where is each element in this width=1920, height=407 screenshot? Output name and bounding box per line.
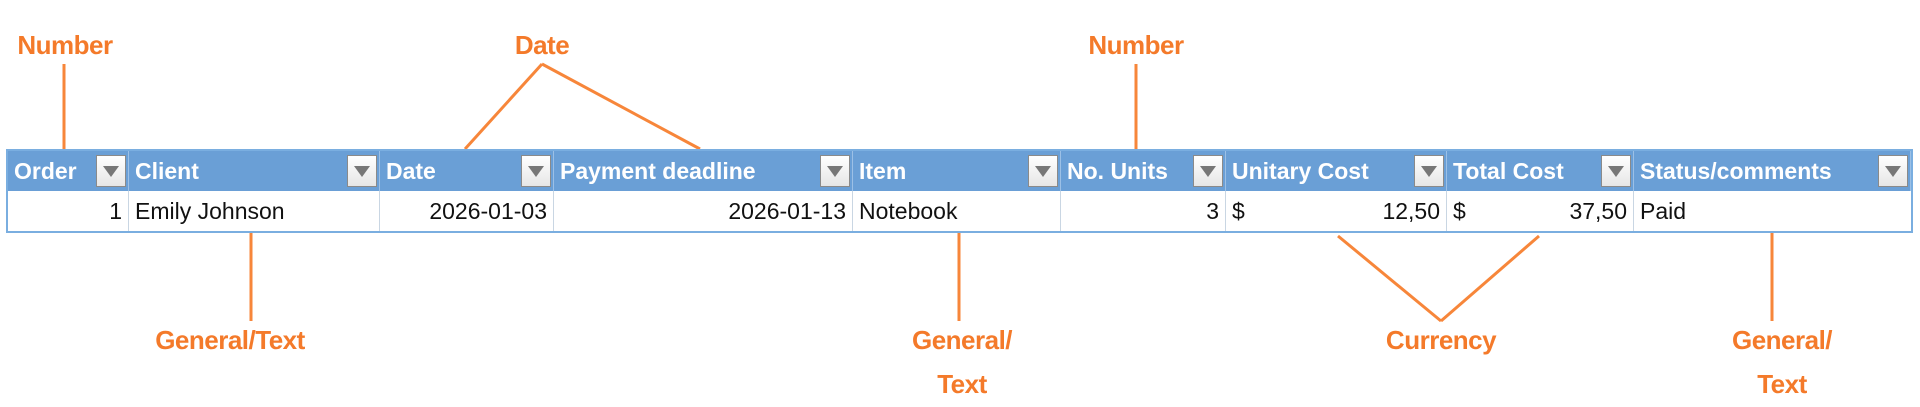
annotation-status-2: Text (1757, 369, 1807, 399)
header-label: Date (386, 157, 436, 184)
filter-dropdown-button[interactable] (1601, 155, 1631, 187)
header-label: Total Cost (1453, 157, 1564, 184)
amount: 37,50 (1569, 197, 1627, 224)
column-header-total-cost[interactable]: Total Cost (1447, 151, 1634, 191)
annotation-number-units: Number (1088, 30, 1184, 60)
chevron-down-icon (528, 165, 544, 177)
chevron-down-icon (103, 165, 119, 177)
cell-item[interactable]: Notebook (853, 191, 1061, 231)
chevron-down-icon (1200, 165, 1216, 177)
chevron-down-icon (354, 165, 370, 177)
header-label: Client (135, 157, 199, 184)
filter-dropdown-button[interactable] (96, 155, 126, 187)
column-header-units[interactable]: No. Units (1061, 151, 1226, 191)
filter-dropdown-button[interactable] (347, 155, 377, 187)
deadline-pointer (541, 62, 701, 151)
header-label: No. Units (1067, 157, 1168, 184)
filter-dropdown-button[interactable] (1028, 155, 1058, 187)
date-pointer (463, 62, 544, 151)
filter-dropdown-button[interactable] (521, 155, 551, 187)
cell-total-cost[interactable]: $37,50 (1447, 191, 1634, 231)
column-header-item[interactable]: Item (853, 151, 1061, 191)
chevron-down-icon (1608, 165, 1624, 177)
cell-client[interactable]: Emily Johnson (129, 191, 380, 231)
cell-order[interactable]: 1 (8, 191, 129, 231)
chevron-down-icon (1421, 165, 1437, 177)
cell-date[interactable]: 2026-01-03 (380, 191, 554, 231)
filter-dropdown-button[interactable] (1414, 155, 1444, 187)
filter-dropdown-button[interactable] (1193, 155, 1223, 187)
total-cost-pointer (1440, 234, 1540, 323)
chevron-down-icon (1885, 165, 1901, 177)
header-row: Order Client Date Payment deadline Item … (8, 151, 1911, 191)
table-row: 1 Emily Johnson 2026-01-03 2026-01-13 No… (8, 191, 1911, 231)
annotation-number-order: Number (17, 30, 113, 60)
amount: 12,50 (1382, 197, 1440, 224)
annotation-item-1: General/ (911, 325, 1013, 355)
chevron-down-icon (1035, 165, 1051, 177)
header-label: Status/comments (1640, 157, 1832, 184)
filter-dropdown-button[interactable] (1878, 155, 1908, 187)
header-label: Item (859, 157, 907, 184)
column-header-order[interactable]: Order (8, 151, 129, 191)
column-header-date[interactable]: Date (380, 151, 554, 191)
header-label: Payment deadline (560, 157, 756, 184)
cell-units[interactable]: 3 (1061, 191, 1226, 231)
cell-payment-deadline[interactable]: 2026-01-13 (554, 191, 853, 231)
currency-symbol: $ (1232, 197, 1245, 224)
unit-cost-pointer (1337, 234, 1442, 323)
column-header-payment-deadline[interactable]: Payment deadline (554, 151, 853, 191)
orders-table: Order Client Date Payment deadline Item … (6, 149, 1913, 233)
annotation-currency: Currency (1385, 325, 1497, 355)
annotation-status-1: General/ (1731, 325, 1833, 355)
annotation-date: Date (514, 30, 570, 60)
annotation-item-2: Text (937, 369, 987, 399)
header-label: Order (14, 157, 77, 184)
cell-unitary-cost[interactable]: $12,50 (1226, 191, 1447, 231)
currency-symbol: $ (1453, 197, 1466, 224)
column-header-status[interactable]: Status/comments (1634, 151, 1911, 191)
annotation-client: General/Text (155, 325, 305, 355)
header-label: Unitary Cost (1232, 157, 1369, 184)
filter-dropdown-button[interactable] (820, 155, 850, 187)
column-header-client[interactable]: Client (129, 151, 380, 191)
column-header-unitary-cost[interactable]: Unitary Cost (1226, 151, 1447, 191)
chevron-down-icon (827, 165, 843, 177)
cell-status[interactable]: Paid (1640, 197, 1687, 224)
